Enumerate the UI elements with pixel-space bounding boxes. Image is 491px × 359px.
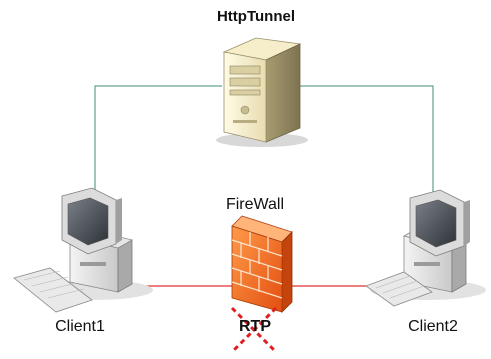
rtp-blocked-label: RTP [239, 318, 271, 335]
server-tower-icon [216, 37, 308, 147]
client1-computer-icon [13, 187, 153, 313]
x-cross-icon [230, 306, 278, 354]
tunnel-line-right [292, 85, 434, 200]
firewall-label: FireWall [225, 196, 285, 213]
tunnel-line-left [94, 85, 222, 212]
firewall-brick-icon [231, 215, 293, 313]
tunnel-connection [94, 85, 434, 212]
client1-label: Client1 [55, 318, 105, 335]
client2-label: Client2 [408, 318, 458, 335]
client2-computer-icon [365, 189, 486, 307]
diagram-title: HttpTunnel [216, 8, 296, 25]
